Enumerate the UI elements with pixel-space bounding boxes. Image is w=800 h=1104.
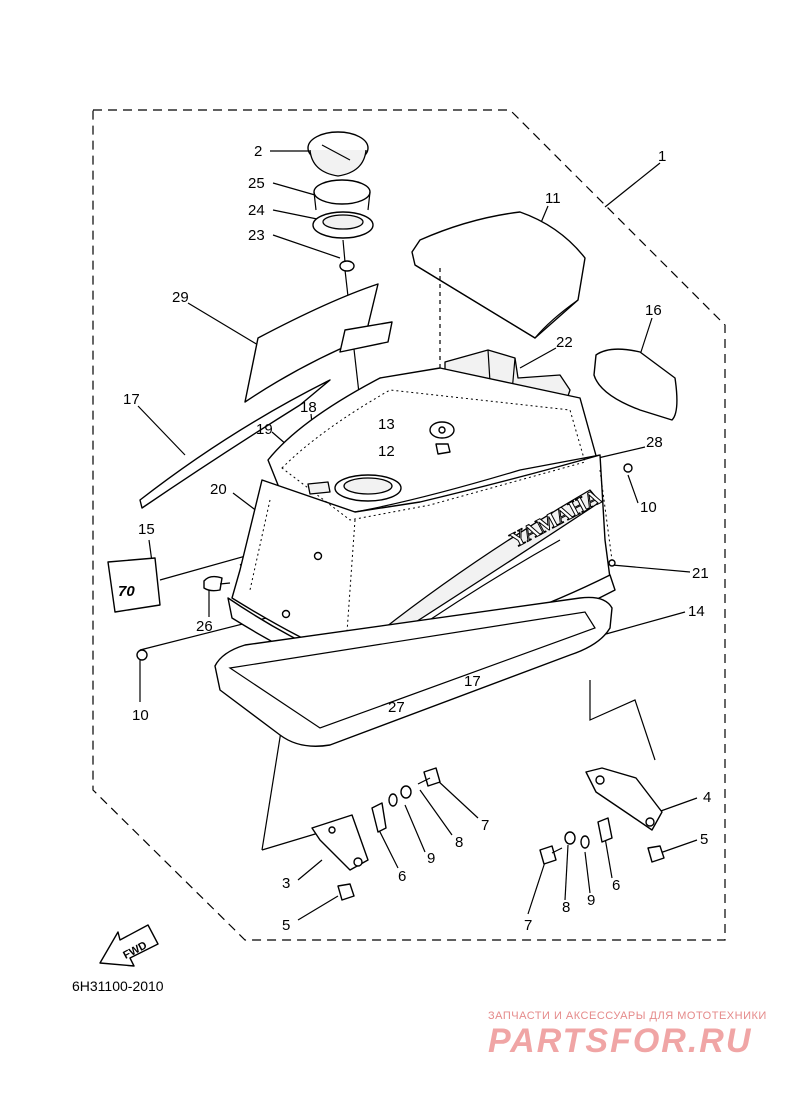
callout-5-left: 5 xyxy=(282,917,290,934)
callout-labels: 1 2 25 24 23 11 29 16 22 17 18 13 19 12 … xyxy=(123,143,711,934)
callout-15: 15 xyxy=(138,521,155,538)
nut-part-5-left xyxy=(337,883,355,901)
callout-24: 24 xyxy=(248,202,265,219)
callout-11: 11 xyxy=(545,190,561,207)
callout-21: 21 xyxy=(692,565,709,582)
callout-25: 25 xyxy=(248,175,265,192)
bolt-part-7-left xyxy=(417,767,441,787)
callout-13: 13 xyxy=(378,416,395,433)
plate-part-6-left xyxy=(371,802,387,833)
callout-10-right: 10 xyxy=(640,499,657,516)
callout-6-right: 6 xyxy=(612,877,620,894)
callout-9-left: 9 xyxy=(427,850,435,867)
callout-4: 4 xyxy=(703,789,711,806)
fwd-arrow: FWD xyxy=(99,924,159,967)
callout-12: 12 xyxy=(378,443,395,460)
callout-7-left: 7 xyxy=(481,817,489,834)
callout-23: 23 xyxy=(248,227,265,244)
callout-17-top: 17 xyxy=(123,391,140,408)
callout-2: 2 xyxy=(254,143,262,160)
pad-part-16 xyxy=(593,348,678,421)
ring-part-24 xyxy=(312,211,374,239)
callout-22: 22 xyxy=(556,334,573,351)
plate-part-6-right xyxy=(597,817,613,843)
callout-28: 28 xyxy=(646,434,663,451)
bolt-part-7-right xyxy=(539,845,563,865)
callout-8-left: 8 xyxy=(455,834,463,851)
part-code: 6H31100-2010 xyxy=(72,978,164,994)
stripe-decal-part-29 xyxy=(244,283,393,403)
watermark-logo: PARTSFOR.RU xyxy=(488,1022,753,1060)
callout-6-left: 6 xyxy=(398,868,406,885)
callout-9-right: 9 xyxy=(587,892,595,909)
callout-27: 27 xyxy=(388,699,405,716)
callout-1: 1 xyxy=(658,148,666,165)
side-decal-part-17 xyxy=(139,379,331,509)
washer-part-9-right xyxy=(580,835,590,849)
callout-18: 18 xyxy=(300,399,317,416)
callout-29: 29 xyxy=(172,289,189,306)
callout-7-right: 7 xyxy=(524,917,532,934)
seal-part-14 xyxy=(214,596,613,747)
nut-part-5-right xyxy=(647,845,665,863)
callout-16: 16 xyxy=(645,302,662,319)
top-cover-part-11 xyxy=(411,211,586,380)
bracket-part-3 xyxy=(311,814,369,871)
screw-part-26 xyxy=(203,575,231,592)
model-decal-part-15: 70 xyxy=(107,557,161,613)
callout-26: 26 xyxy=(196,618,213,635)
callout-8-right: 8 xyxy=(562,899,570,916)
assembly-boundary xyxy=(92,109,726,941)
callout-3: 3 xyxy=(282,875,290,892)
decal-model-text: 70 xyxy=(118,583,135,600)
watermark-caption: ЗАПЧАСТИ И АКСЕССУАРЫ ДЛЯ МОТОТЕХНИКИ xyxy=(488,1010,767,1022)
callout-20: 20 xyxy=(210,481,227,498)
washer-part-8-left xyxy=(400,785,412,799)
callout-14: 14 xyxy=(688,603,705,620)
washer-part-9-left xyxy=(388,793,398,807)
washer-part-8-right xyxy=(564,831,576,845)
bracket-part-4 xyxy=(585,767,663,831)
callout-5-right: 5 xyxy=(700,831,708,848)
callout-17-bottom: 17 xyxy=(464,673,481,690)
callout-10-left: 10 xyxy=(132,707,149,724)
holder-part-25 xyxy=(313,179,371,211)
cap-part-2 xyxy=(307,131,369,177)
callout-19: 19 xyxy=(256,421,273,438)
strap-part-23 xyxy=(339,239,355,272)
